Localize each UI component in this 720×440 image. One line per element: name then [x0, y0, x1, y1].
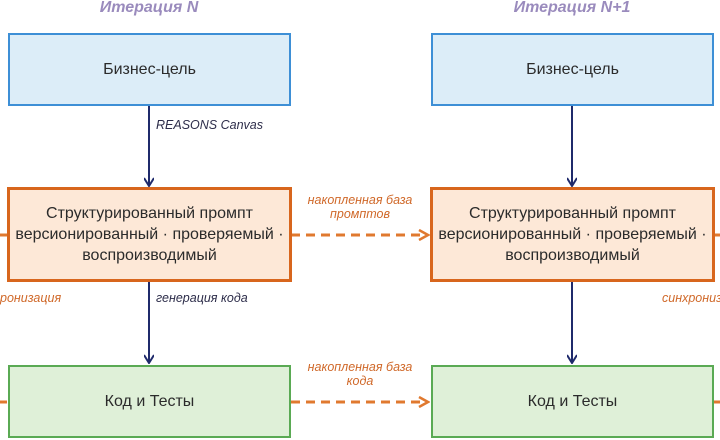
business-goal-label-n: Бизнес-цель — [103, 61, 196, 78]
structured-prompt-box-n: Структурированный промпт версионированны… — [7, 187, 292, 282]
sync-label-left: ронизация — [0, 291, 62, 305]
iteration-title-n: Итерация N — [99, 0, 199, 16]
code-tests-box-n: Код и Тесты — [8, 365, 291, 438]
code-generation-label: генерация кода — [156, 291, 248, 305]
business-goal-label-n1: Бизнес-цель — [526, 61, 619, 78]
structured-prompt-label-n: Структурированный промпт версионированны… — [15, 205, 284, 264]
reasons-canvas-label: REASONS Canvas — [156, 118, 263, 132]
business-goal-box-n: Бизнес-цель — [8, 33, 291, 106]
code-tests-box-n1: Код и Тесты — [431, 365, 714, 438]
accumulated-prompts-label: накопленная база промптов — [307, 193, 413, 221]
business-goal-box-n1: Бизнес-цель — [431, 33, 714, 106]
iteration-title-n1: Итерация N+1 — [513, 0, 631, 16]
sync-label-right: синхрониз — [662, 291, 720, 305]
code-tests-label-n1: Код и Тесты — [527, 393, 618, 410]
structured-prompt-box-n1: Структурированный промпт версионированны… — [430, 187, 715, 282]
structured-prompt-label-n1: Структурированный промпт версионированны… — [438, 205, 707, 264]
accumulated-code-label: накопленная база кода — [307, 360, 413, 388]
code-tests-label-n: Код и Тесты — [104, 393, 195, 410]
